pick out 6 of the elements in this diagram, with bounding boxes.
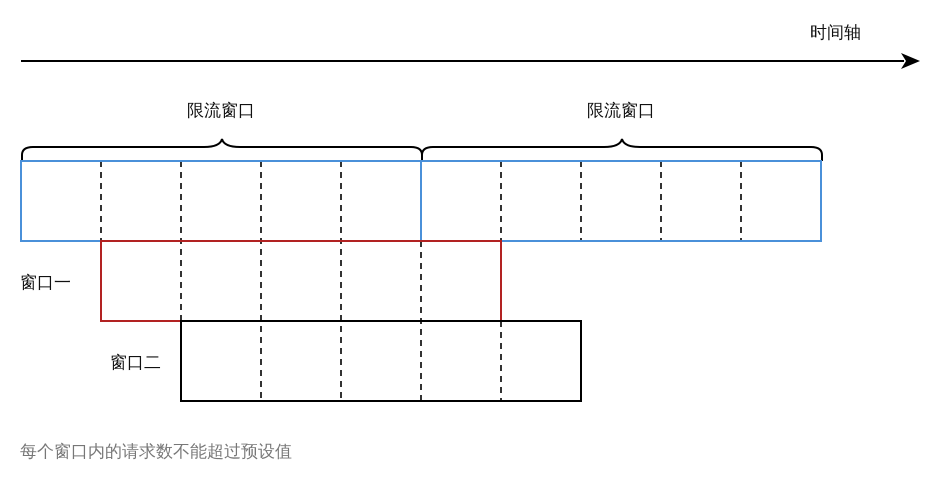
window-label: 限流窗口	[186, 101, 256, 121]
window-label: 限流窗口	[586, 101, 656, 121]
axis-label: 时间轴	[810, 23, 861, 43]
window-label: 窗口一	[20, 273, 71, 293]
footnote: 每个窗口内的请求数不能超过预设值	[20, 442, 292, 462]
window-label: 窗口二	[110, 353, 161, 373]
